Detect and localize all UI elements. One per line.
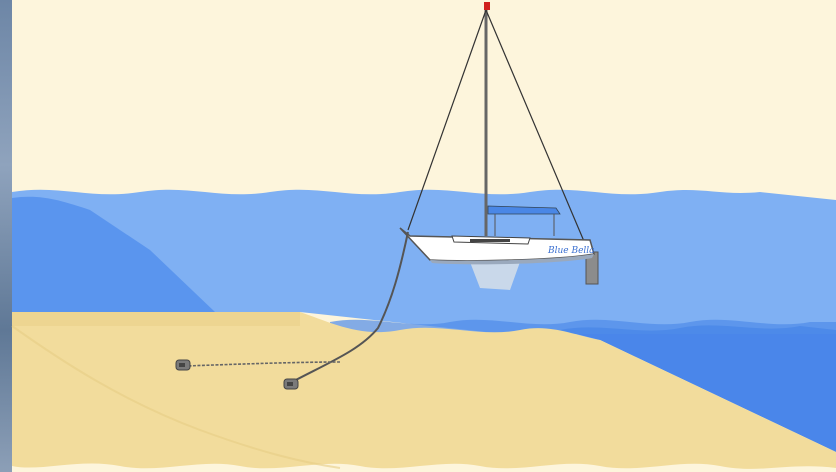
cabin-window: [470, 239, 510, 242]
masthead-flag: [484, 2, 490, 10]
anchor-icon-right: [284, 379, 298, 389]
boat-name-label: Blue Bella: [547, 246, 595, 256]
anchor-icon-left: [176, 360, 190, 370]
sand-edge: [12, 312, 300, 326]
